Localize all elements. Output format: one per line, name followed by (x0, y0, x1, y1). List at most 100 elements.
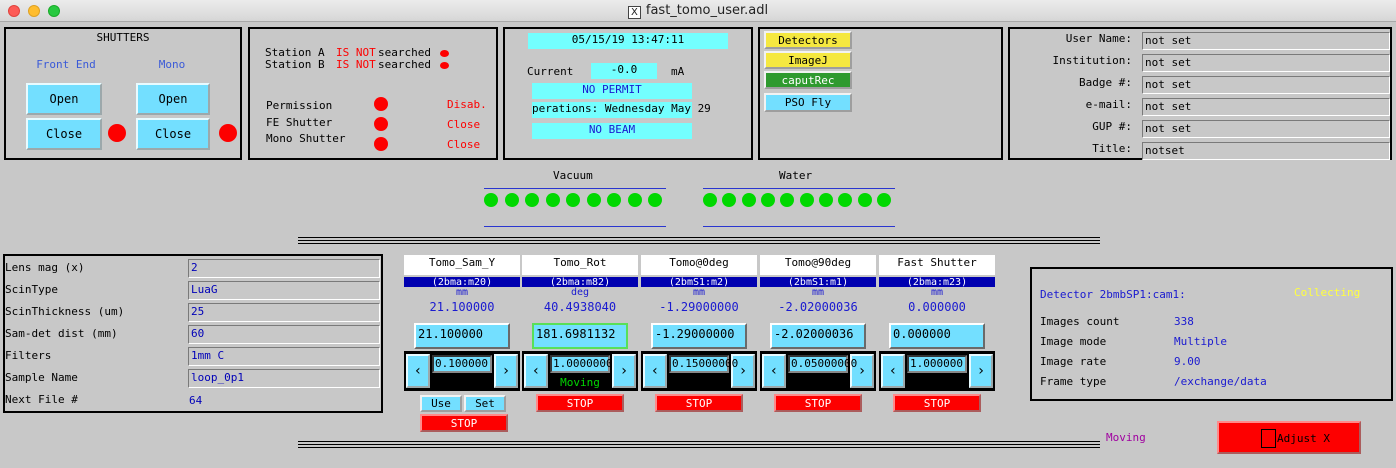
datetime-display: 05/15/19 13:47:11 (528, 33, 728, 49)
tweak-right-button[interactable]: › (731, 354, 755, 388)
tweak-right-button[interactable]: › (612, 354, 636, 388)
station-b-status: IS NOT (336, 58, 376, 71)
motor-pv: (2bmS1:m2) (641, 277, 757, 288)
user-field-label: GUP #: (1092, 120, 1132, 133)
station-a-status: IS NOT (336, 46, 376, 59)
next-file-label: Next File # (5, 393, 78, 406)
water-bottom-line (703, 226, 895, 227)
motor-stop-button[interactable]: STOP (893, 394, 981, 412)
mono-label: Mono (158, 58, 186, 71)
user-field-input[interactable]: not set (1142, 98, 1390, 116)
status-led (761, 193, 775, 207)
current-value: -0.0 (591, 63, 657, 79)
fe-shutter-label: FE Shutter (266, 116, 333, 129)
sample-field-label: Sam-det dist (mm) (5, 327, 118, 340)
motor-pv: (2bma:m23) (879, 277, 995, 288)
tweak-right-button[interactable]: › (494, 354, 518, 388)
motor-pv: (2bma:m82) (522, 277, 638, 288)
motor-setpoint-input[interactable]: -2.02000036 (770, 323, 866, 349)
motor-setpoint-input[interactable]: -1.29000000 (651, 323, 747, 349)
motor-title: Fast Shutter (879, 255, 995, 275)
caputrec-button[interactable]: caputRec (764, 71, 852, 89)
motor-unit: mm (879, 288, 995, 299)
detectors-button[interactable]: Detectors (764, 31, 852, 49)
x11-icon: X (627, 6, 641, 19)
adjust-cursor-icon (1261, 429, 1276, 448)
user-field-input[interactable]: not set (1142, 54, 1390, 72)
sample-field-input[interactable]: 1mm C (188, 347, 380, 366)
station-a-suffix: searched (378, 46, 431, 59)
sample-field-input[interactable]: 25 (188, 303, 380, 322)
zoom-window-button[interactable] (48, 5, 60, 17)
tweak-value-input[interactable]: 0.15000000 (669, 355, 738, 373)
beam-status-panel: 05/15/19 13:47:11 Current -0.0 mA NO PER… (503, 27, 753, 160)
motor-pv: (2bma:m20) (404, 277, 520, 288)
mono-open-button[interactable]: Open (136, 83, 210, 115)
motor-pv: (2bmS1:m1) (760, 277, 876, 288)
tweak-value-input[interactable]: 1.0000000 (550, 355, 613, 373)
tweak-value-input[interactable]: 1.000000 (907, 355, 967, 373)
separator-bottom-2 (298, 444, 1100, 445)
sam-y-stop-button[interactable]: STOP (420, 414, 508, 432)
pso-fly-button[interactable]: PSO Fly (764, 93, 852, 112)
status-led (628, 193, 642, 207)
status-led (819, 193, 833, 207)
motor-stop-button[interactable]: STOP (655, 394, 743, 412)
sample-field-input[interactable]: 2 (188, 259, 380, 278)
tweak-left-button[interactable]: ‹ (524, 354, 548, 388)
motor-stop-button[interactable]: STOP (774, 394, 862, 412)
motor-setpoint-input[interactable]: 181.6981132 (532, 323, 628, 349)
sample-field-input[interactable]: LuaG (188, 281, 380, 300)
station-b-suffix: searched (378, 58, 431, 71)
sample-field-input[interactable]: 60 (188, 325, 380, 344)
motor-stop-button[interactable]: STOP (536, 394, 624, 412)
status-led (742, 193, 756, 207)
mono-shutter-led (374, 137, 388, 151)
tweak-left-button[interactable]: ‹ (881, 354, 905, 388)
detector-label: Detector 2bmbSP1:cam1: (1040, 288, 1186, 301)
tweak-right-button[interactable]: › (969, 354, 993, 388)
motor-moving-status: Moving (560, 376, 600, 389)
user-field-input[interactable]: notset (1142, 142, 1390, 160)
user-field-input[interactable]: not set (1142, 76, 1390, 94)
status-led (800, 193, 814, 207)
motor-setpoint-input[interactable]: 21.100000 (414, 323, 510, 349)
motor-title: Tomo_Sam_Y (404, 255, 520, 275)
close-window-button[interactable] (8, 5, 20, 17)
imagej-button[interactable]: ImageJ (764, 51, 852, 69)
tweak-left-button[interactable]: ‹ (643, 354, 667, 388)
station-a-led (440, 50, 449, 57)
minimize-window-button[interactable] (28, 5, 40, 17)
front-end-open-button[interactable]: Open (26, 83, 102, 115)
adjust-x-button[interactable]: Adjust X (1217, 421, 1361, 454)
tweak-left-button[interactable]: ‹ (406, 354, 430, 388)
detector-row-value: 338 (1174, 315, 1194, 328)
front-end-close-button[interactable]: Close (26, 118, 102, 150)
motor-readback: 0.000000 (879, 300, 995, 316)
user-field-input[interactable]: not set (1142, 120, 1390, 138)
motor-setpoint-input[interactable]: 0.000000 (889, 323, 985, 349)
status-led (566, 193, 580, 207)
station-b-led (440, 62, 449, 69)
sample-field-label: Lens mag (x) (5, 261, 85, 274)
tweak-right-button[interactable]: › (850, 354, 874, 388)
sample-field-input[interactable]: loop_0p1 (188, 369, 380, 388)
vacuum-label: Vacuum (553, 169, 593, 182)
user-field-label: Institution: (1052, 54, 1132, 67)
tweak-value-input[interactable]: 0.100000 (432, 355, 492, 373)
front-end-label: Front End (36, 58, 96, 71)
motor-unit: mm (760, 288, 876, 299)
separator-bottom (298, 441, 1100, 442)
detector-row-label: Frame type (1040, 375, 1107, 388)
set-button[interactable]: Set (464, 395, 506, 412)
user-field-input[interactable]: not set (1142, 32, 1390, 50)
mono-close-button[interactable]: Close (136, 118, 210, 150)
tweak-left-button[interactable]: ‹ (762, 354, 786, 388)
user-field-label: Title: (1092, 142, 1132, 155)
use-button[interactable]: Use (420, 395, 462, 412)
tweak-value-input[interactable]: 0.05000000 (788, 355, 857, 373)
beam-display: NO BEAM (532, 123, 692, 139)
